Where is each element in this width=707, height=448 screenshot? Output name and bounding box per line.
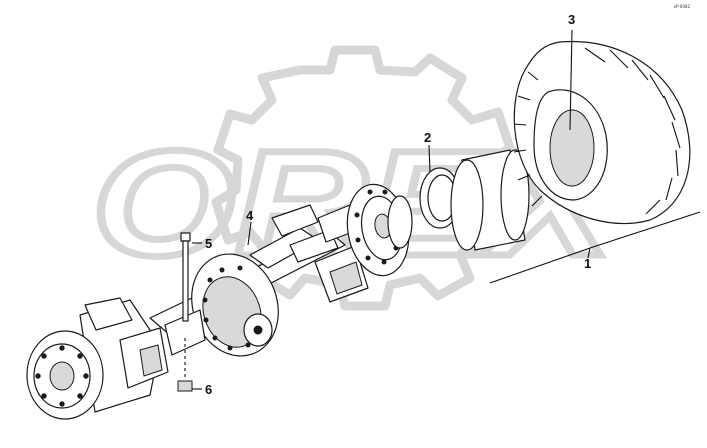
bolt [180,232,191,322]
callout-5: 5 [205,236,212,251]
rim-ring [419,167,461,229]
leader-lines [192,29,701,390]
right-hub-assembly [314,183,413,303]
callout-4: 4 [246,208,254,223]
callout-1: 1 [584,256,591,271]
watermark-gear-outline [211,45,517,311]
callout-6: 6 [205,382,212,397]
reference-code: xP-0082 [674,4,691,9]
wheel-rim [450,149,530,251]
callout-3: 3 [568,12,575,27]
tire [513,40,691,225]
nut [177,338,193,392]
left-hub-assembly [26,297,169,420]
axle-housing [149,204,346,357]
callout-2: 2 [424,130,431,145]
